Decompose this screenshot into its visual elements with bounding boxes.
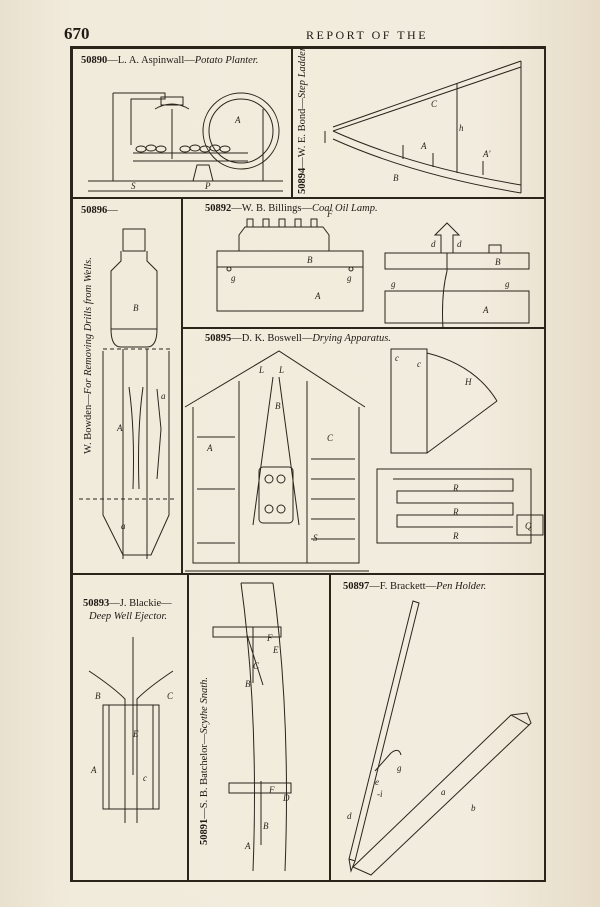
running-title: REPORT OF THE — [306, 28, 429, 42]
figure-50893-deep-well-ejector: 50893—J. Blackie— Deep Well Ejector. B C E… — [72, 574, 188, 882]
pen-holder-drawing: g e -i d a b — [347, 600, 532, 876]
caption-50897: 50897—F. Brackett—Pen Holder. — [343, 581, 487, 592]
svg-text:g: g — [231, 273, 236, 283]
svg-text:L: L — [278, 365, 284, 375]
svg-text:e: e — [375, 777, 379, 787]
svg-text:a: a — [121, 521, 126, 531]
svg-text:S: S — [313, 533, 318, 543]
svg-text:B: B — [245, 679, 251, 689]
svg-text:C: C — [431, 99, 438, 109]
svg-text:B: B — [393, 173, 399, 183]
svg-text:B: B — [495, 257, 501, 267]
svg-text:A: A — [234, 115, 241, 125]
svg-text:b: b — [471, 803, 476, 813]
caption-50893: 50893—J. Blackie— Deep Well Ejector. — [83, 598, 172, 622]
svg-text:F: F — [326, 209, 333, 219]
svg-text:C: C — [253, 661, 260, 671]
svg-text:a: a — [161, 391, 166, 401]
figures-frame: 50890—L. A. Aspinwall—Potato Planter. A S… — [70, 46, 546, 882]
svg-text:A': A' — [482, 149, 491, 159]
figure-50890-potato-planter: 50890—L. A. Aspinwall—Potato Planter. A S… — [72, 48, 292, 198]
step-ladder-drawing: ChA B A' — [324, 60, 522, 194]
svg-text:H: H — [464, 377, 472, 387]
svg-text:-i: -i — [377, 789, 383, 799]
coal-oil-lamp-drawing: B Ag g F B Ag g d d — [216, 209, 530, 327]
svg-text:B: B — [275, 401, 281, 411]
svg-text:g: g — [391, 279, 396, 289]
svg-text:F: F — [266, 633, 273, 643]
svg-text:A: A — [482, 305, 489, 315]
deep-well-ejector-drawing: B C E Ac — [88, 637, 174, 823]
svg-text:R: R — [452, 507, 459, 517]
svg-text:A: A — [116, 423, 123, 433]
svg-text:c: c — [395, 353, 399, 363]
svg-text:R: R — [452, 531, 459, 541]
svg-text:E: E — [272, 645, 279, 655]
potato-planter-drawing: A S P — [88, 92, 283, 192]
svg-text:P: P — [204, 181, 211, 191]
figure-50896-drill-remover: 50896— W. Bowden—For Removing Drills fro… — [72, 198, 182, 574]
svg-text:a: a — [441, 787, 446, 797]
svg-text:c: c — [143, 773, 147, 783]
svg-text:d: d — [431, 239, 436, 249]
drying-apparatus-drawing: A B C L L S Hc c R R R Q — [184, 348, 544, 572]
svg-text:S: S — [131, 181, 136, 191]
page-number: 670 — [64, 24, 90, 43]
svg-text:C: C — [327, 433, 334, 443]
svg-text:R: R — [452, 483, 459, 493]
svg-text:g: g — [397, 763, 402, 773]
svg-text:D: D — [282, 793, 290, 803]
caption-50892: 50892—W. B. Billings—Coal Oil Lamp. — [205, 203, 378, 214]
svg-text:A: A — [206, 443, 213, 453]
svg-text:C: C — [167, 691, 174, 701]
svg-text:Q: Q — [525, 521, 532, 531]
svg-text:h: h — [459, 123, 464, 133]
caption-50896: 50896— — [81, 205, 118, 216]
svg-text:B: B — [95, 691, 101, 701]
svg-text:B: B — [133, 303, 139, 313]
svg-text:B: B — [263, 821, 269, 831]
svg-text:g: g — [347, 273, 352, 283]
caption-50895: 50895—D. K. Boswell—Drying Apparatus. — [205, 333, 391, 344]
svg-text:g: g — [505, 279, 510, 289]
figure-50895-drying-apparatus: 50895—D. K. Boswell—Drying Apparatus. A B… — [182, 328, 546, 574]
figure-50897-pen-holder: 50897—F. Brackett—Pen Holder. g e -i d a b — [330, 574, 546, 882]
svg-text:A: A — [244, 841, 251, 851]
svg-text:L: L — [258, 365, 264, 375]
page-header: 670 REPORT OF THE — [64, 24, 540, 46]
svg-text:E: E — [132, 729, 139, 739]
svg-text:d: d — [347, 811, 352, 821]
svg-text:d: d — [457, 239, 462, 249]
svg-text:F: F — [268, 785, 275, 795]
svg-text:A: A — [90, 765, 97, 775]
svg-text:A: A — [314, 291, 321, 301]
svg-text:B: B — [307, 255, 313, 265]
svg-text:c: c — [417, 359, 421, 369]
caption-50890: 50890—L. A. Aspinwall—Potato Planter. — [81, 55, 259, 66]
svg-text:A: A — [420, 141, 427, 151]
